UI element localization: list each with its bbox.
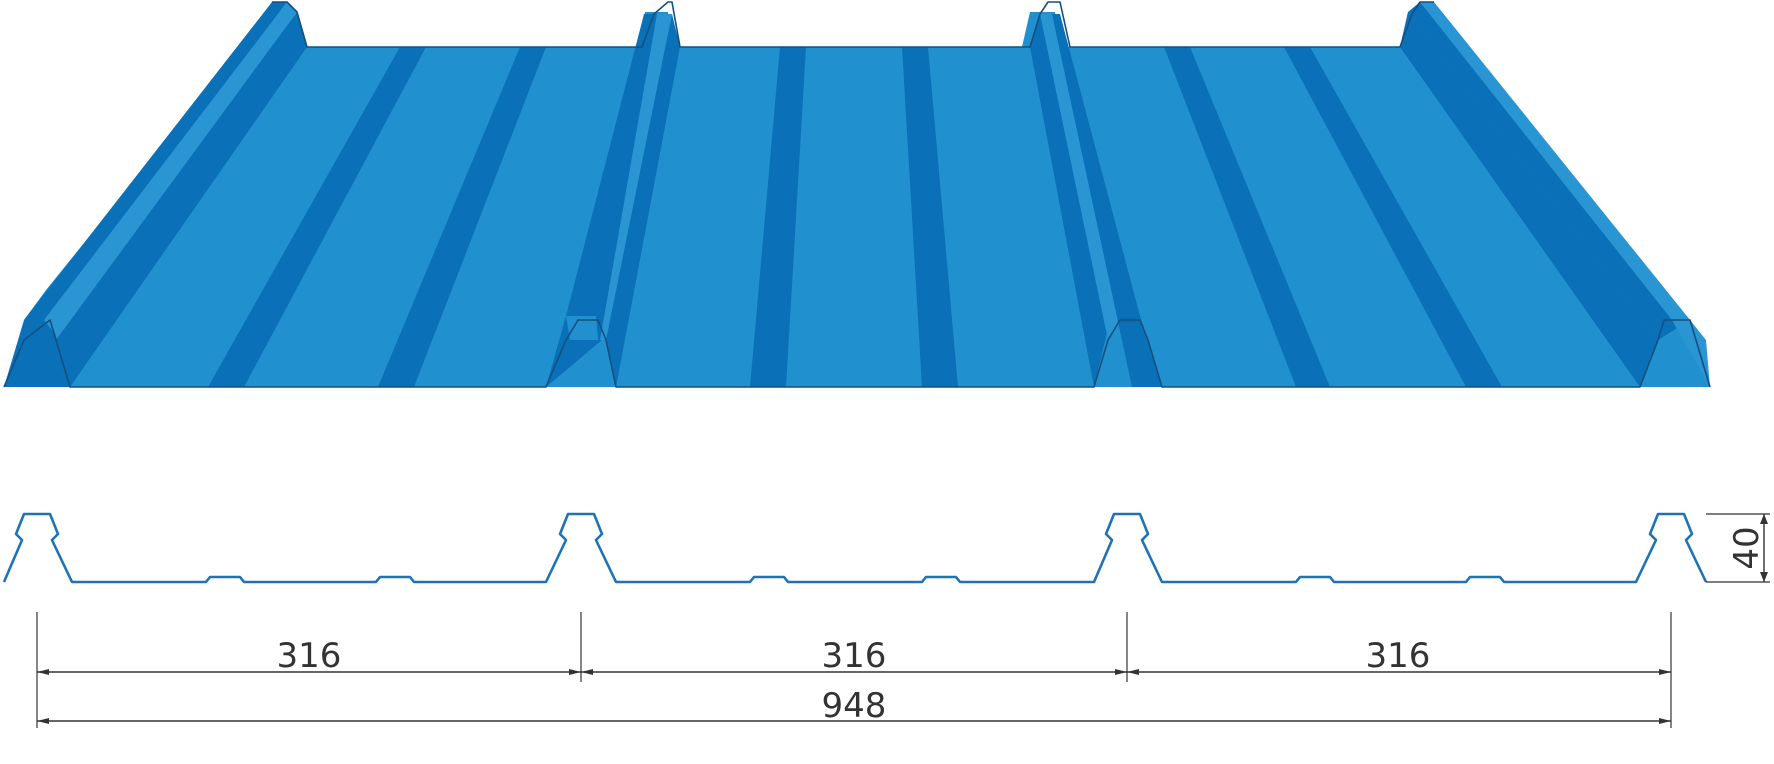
height-dimension: 40 <box>1706 513 1770 583</box>
stiffener-1b <box>378 47 546 387</box>
cover-width-arrow-left <box>37 718 49 724</box>
pitch-3-arrow-right <box>1659 669 1671 675</box>
rib-left-slope-light <box>44 2 297 340</box>
width-dimensions: 316 316 316 948 <box>36 612 1672 728</box>
stiffener-1a <box>208 47 426 387</box>
profile-outline <box>2 512 1708 584</box>
sheet-outline-top <box>272 1 1434 48</box>
height-label: 40 <box>1727 526 1767 569</box>
pitch-2-arrow-left <box>581 669 593 675</box>
rib-left-slope-dark <box>24 2 287 340</box>
pitch-1-arrow-left <box>37 669 49 675</box>
stiffener-3a <box>1164 47 1330 387</box>
pitch-1-arrow-right <box>569 669 581 675</box>
stiffener-2a <box>750 47 806 387</box>
rib-2-center <box>600 14 672 340</box>
pitch-3-arrow-left <box>1127 669 1139 675</box>
pitch-2-arrow-right <box>1115 669 1127 675</box>
pitch-2-label: 316 <box>822 636 887 676</box>
height-arrow-top <box>1760 514 1768 524</box>
rib-3-center <box>1040 14 1122 340</box>
rib-right-slope-light <box>1420 2 1690 320</box>
rib-3-right-face <box>1052 14 1162 387</box>
rib-left-inner <box>56 12 307 387</box>
stiffener-3b <box>1284 47 1502 387</box>
sheet-cross-section <box>2 512 1708 584</box>
rib-right-outer <box>1672 320 1710 387</box>
rib-2-gap <box>566 316 598 340</box>
cover-width-label: 948 <box>822 686 887 726</box>
rib-3-left-face <box>1030 14 1110 387</box>
cover-width-arrow-right <box>1659 718 1671 724</box>
pitch-3-label: 316 <box>1366 636 1431 676</box>
sheet-outline-bottom <box>3 319 1711 388</box>
rib-right-inner <box>1400 12 1658 387</box>
rib-right-slope-dark <box>1408 2 1690 340</box>
rib-2-left-face <box>546 14 657 387</box>
pitch-1-label: 316 <box>277 636 342 676</box>
stiffener-2b <box>902 47 958 387</box>
rib-2-right-face <box>606 14 680 387</box>
sheet-perspective-view <box>3 1 1711 388</box>
height-arrow-bottom <box>1760 572 1768 582</box>
